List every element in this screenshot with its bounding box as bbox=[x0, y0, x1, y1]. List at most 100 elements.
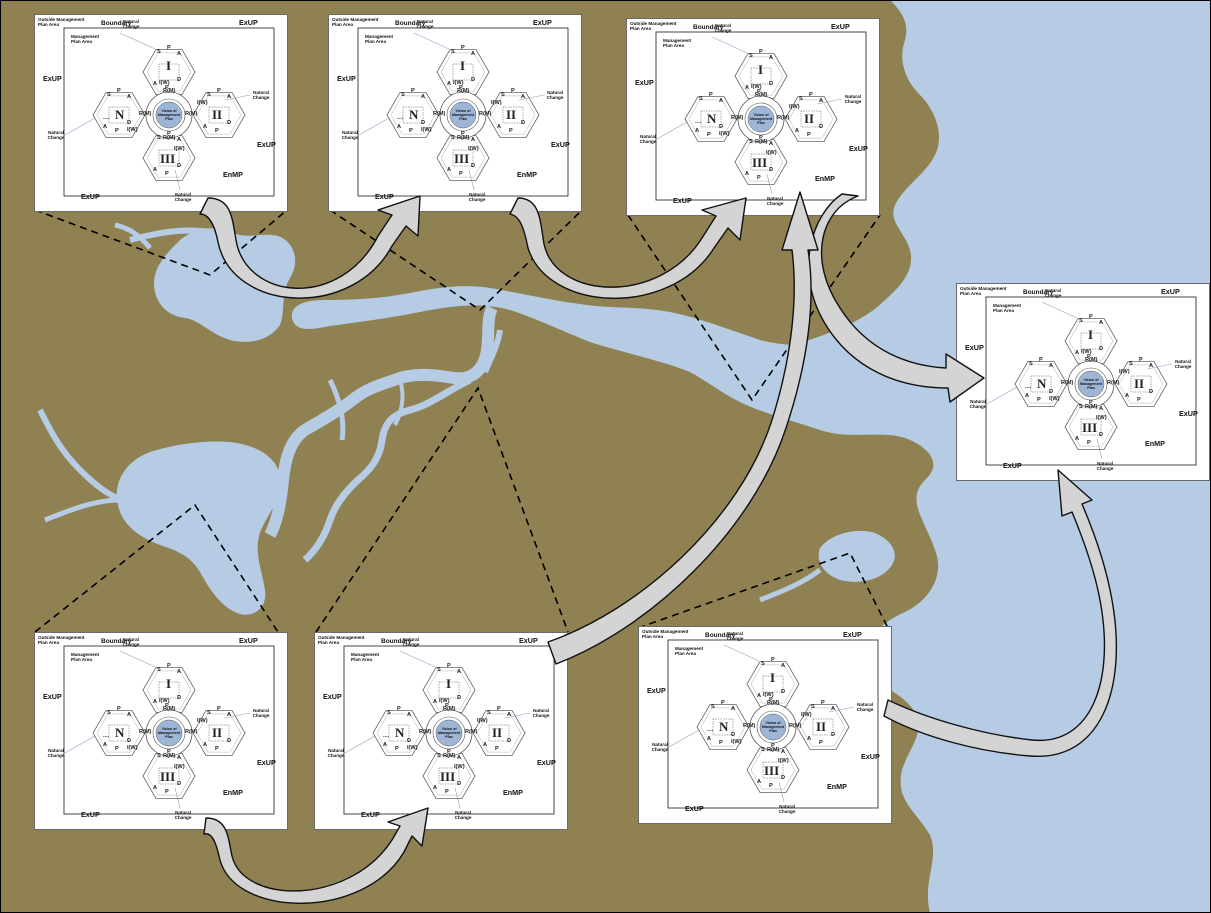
hexagon-n-letter-0: S bbox=[107, 92, 111, 98]
iw-label-top: I(W) bbox=[1081, 349, 1092, 355]
hexagon-i bbox=[422, 667, 476, 713]
vision-circle bbox=[759, 713, 787, 741]
hexagon-n-letter-0: S bbox=[699, 96, 703, 102]
hexagon-i bbox=[734, 53, 788, 99]
hexagon-ii-letter-1: P bbox=[1139, 357, 1143, 363]
creek-h bbox=[393, 379, 405, 426]
panel-graphics bbox=[343, 645, 555, 815]
hexagon-i-numeral: I bbox=[770, 670, 776, 685]
hexagon-iii-numeral: III bbox=[160, 769, 176, 784]
hexagon-iii-letter-0: S bbox=[1079, 404, 1083, 410]
hexagon-iii-letter-2: A bbox=[177, 137, 182, 143]
hexagon-n-inner bbox=[96, 713, 142, 753]
creek-g bbox=[327, 378, 346, 441]
hexagon-n-letter-1: P bbox=[721, 700, 725, 706]
hexagon-iii-letter-4: A bbox=[447, 167, 452, 173]
hexagon-ii-letter-0: S bbox=[811, 704, 815, 710]
hexagon-n-letter-2: A bbox=[731, 706, 736, 712]
hex-arrows bbox=[388, 681, 510, 785]
hexagon-n-letter-5: P bbox=[707, 132, 711, 138]
hexagon-ii-letter-5: P bbox=[1137, 397, 1141, 403]
hexagon-i-letter-5: P bbox=[445, 703, 449, 709]
hexagon-i-letter-4: A bbox=[745, 85, 750, 91]
hexagon-n-inner bbox=[96, 95, 142, 135]
outside-area-label: Outside Management Plan Area bbox=[642, 629, 689, 639]
hexagon-i-inner bbox=[440, 52, 486, 92]
vision-label: Vision of Management Plan bbox=[438, 727, 460, 739]
natural-change-top: Natural Change bbox=[416, 19, 434, 29]
hexagon-iii-letter-5: P bbox=[1087, 440, 1091, 446]
natural-change-top: Natural Change bbox=[122, 19, 140, 29]
hexagon-i-letter-3: D bbox=[177, 77, 182, 83]
rm-label-bottom: R(M) bbox=[755, 139, 768, 145]
hexagon-n-letter-2: A bbox=[719, 98, 724, 104]
rm-label-top: R(M) bbox=[1085, 357, 1098, 363]
hexagon-ii-letter-3: D bbox=[227, 120, 232, 126]
natural-change-left: Natural Change bbox=[341, 130, 359, 140]
exup-label-bottom: ExUP bbox=[673, 196, 692, 205]
hexagon-iii-letter-2: A bbox=[471, 137, 476, 143]
hexagon-n-letter-5: P bbox=[409, 128, 413, 134]
rm-label-left: R(M) bbox=[1061, 380, 1074, 386]
boundary-label: Boundary bbox=[1023, 289, 1054, 296]
hexagon-i-numeral: I bbox=[446, 676, 452, 691]
hexagon-n bbox=[92, 710, 146, 756]
exup-label-top-right: ExUP bbox=[519, 636, 538, 645]
hexagon-i-letter-0: S bbox=[157, 49, 161, 55]
hexagon-i-letter-2: A bbox=[769, 55, 774, 61]
hexagon-n-letter-3: D bbox=[407, 738, 412, 744]
hexagon-ii-letter-4: A bbox=[807, 736, 812, 742]
natural-change-lines bbox=[64, 32, 251, 191]
hexagon-iii-letter-0: S bbox=[157, 135, 161, 141]
hexagon-ii-numeral: II bbox=[816, 719, 827, 734]
exup-label-left: ExUP bbox=[647, 686, 666, 695]
hexagon-iii-letter-5: P bbox=[769, 783, 773, 789]
hexagon-n-prefix: .... bbox=[103, 733, 110, 739]
hexagon-n-letter-3: D bbox=[421, 120, 426, 126]
hexagon-iii-letter-1: P bbox=[771, 743, 775, 749]
hexagon-ii-letter-2: A bbox=[507, 712, 512, 718]
hexagon-i-letter-5: P bbox=[165, 85, 169, 91]
hexagon-ii-numeral: II bbox=[506, 107, 517, 122]
hexagon-iii bbox=[734, 139, 788, 185]
hexagon-i-letter-3: D bbox=[781, 689, 786, 695]
natural-change-right: Natural Change bbox=[532, 708, 550, 718]
creek-a bbox=[264, 305, 498, 538]
creek-e bbox=[37, 408, 124, 503]
hexagon-i-numeral: I bbox=[1088, 327, 1094, 342]
boundary-label: Boundary bbox=[101, 638, 132, 645]
hexagon-i-letter-3: D bbox=[769, 81, 774, 87]
hexagon-iii-letter-4: A bbox=[745, 171, 750, 177]
hexagon-ii-inner bbox=[196, 95, 242, 135]
hexagon-n-letter-2: A bbox=[127, 94, 132, 100]
hexagon-ii-letter-4: A bbox=[203, 742, 208, 748]
iw-label-right: I(W) bbox=[491, 100, 502, 106]
outside-area-label: Outside Management Plan Area bbox=[630, 21, 677, 31]
hexagon-n-letter-4: A bbox=[1025, 393, 1030, 399]
natural-change-bottom: Natural Change bbox=[174, 192, 192, 202]
hexagon-ii-letter-2: A bbox=[227, 712, 232, 718]
hexagon-iii-letter-3: D bbox=[177, 781, 182, 787]
hexagon-iii-inner bbox=[1068, 407, 1114, 447]
boundary-label: Boundary bbox=[395, 20, 426, 27]
exup-label-left: ExUP bbox=[965, 343, 984, 352]
hexagon-ii-inner bbox=[800, 707, 846, 747]
exup-label-bottom: ExUP bbox=[375, 192, 394, 201]
hexagon-iii bbox=[746, 747, 800, 793]
boundary-label: Boundary bbox=[693, 24, 724, 31]
rm-label-left: R(M) bbox=[433, 111, 446, 117]
exup-label-right: ExUP bbox=[537, 758, 556, 767]
rm-label-top: R(M) bbox=[755, 92, 768, 98]
rm-label-bottom: R(M) bbox=[443, 753, 456, 759]
hexagon-i-letter-1: P bbox=[759, 49, 763, 55]
enmp-label: EnMP bbox=[503, 788, 523, 797]
exup-label-bottom: ExUP bbox=[685, 804, 704, 813]
hexagon-n-numeral: N bbox=[115, 725, 125, 740]
natural-change-lines bbox=[344, 650, 531, 809]
hexagon-i-inner bbox=[146, 670, 192, 710]
rm-label-left: R(M) bbox=[731, 115, 744, 121]
vision-circle bbox=[155, 101, 183, 129]
hexagon-n bbox=[696, 704, 750, 750]
